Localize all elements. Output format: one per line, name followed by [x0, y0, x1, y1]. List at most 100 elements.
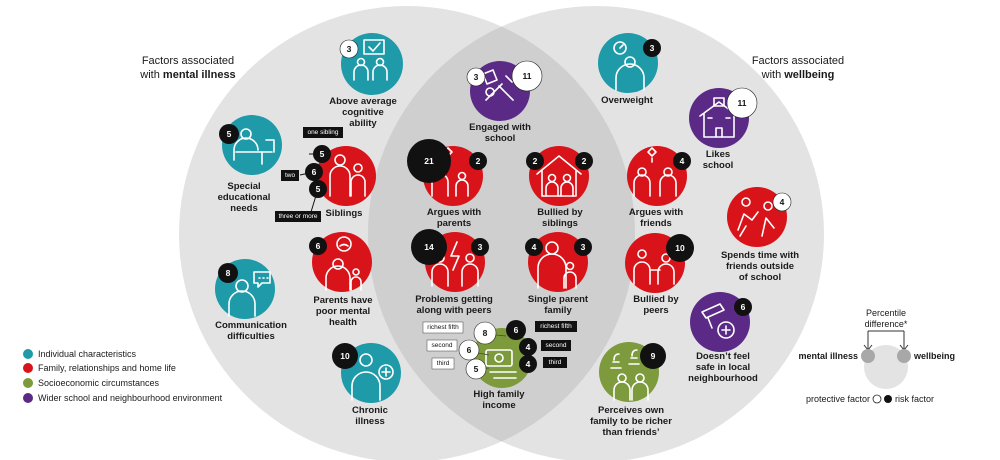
- above-average-pill: [339, 39, 359, 59]
- money-icon: [485, 349, 517, 379]
- bullied-peers-label-2: peers: [643, 305, 668, 316]
- bullied-peers-pill: [666, 234, 694, 262]
- legend-swatch-school: [23, 393, 33, 403]
- classroom-icon: [353, 39, 388, 81]
- single-parent-value-1: 4: [532, 242, 537, 252]
- perceives-richer-value: 9: [651, 351, 656, 361]
- likes-school-label-1: Likes: [706, 149, 730, 160]
- argues-parents-label-2: parents: [437, 218, 471, 229]
- siblings-tag-1: [303, 127, 343, 138]
- legend-label-socioeconomic: Socioeconomic circumstances: [38, 378, 160, 388]
- single-parent-value-2: 3: [581, 242, 586, 252]
- chronic-illness-label-2: illness: [355, 416, 385, 427]
- argues-friends-disc: [627, 146, 687, 206]
- key-arrows: [863, 330, 909, 351]
- high-income-tag-2: [426, 339, 458, 352]
- siblings-tag-1-text: one sibling: [307, 129, 338, 136]
- parents-mental-label-3: health: [329, 317, 357, 328]
- family-icon: [329, 154, 366, 197]
- not-safe-value: 6: [741, 302, 746, 312]
- siblings-value-2: 6: [312, 167, 317, 177]
- engaged-school-label-2: school: [485, 133, 516, 144]
- argues-parents-value-2: 2: [476, 156, 481, 166]
- not-safe-pill: [734, 298, 752, 316]
- factor-siblings: one sibling two three or more 5 6 5 Sibl…: [275, 127, 376, 222]
- perceives-richer-pill: [640, 343, 666, 369]
- spends-time-value: 4: [780, 197, 785, 207]
- high-income-pill-2: [458, 339, 480, 361]
- siblings-pill-3: [309, 180, 327, 198]
- siblings-pill-1: [313, 145, 331, 163]
- key-percentile-line2: difference*: [865, 319, 908, 329]
- factor-communication: 8 Communication difficulties: [215, 259, 287, 342]
- parents-mental-label-1: Parents have: [313, 295, 372, 306]
- factor-argues-friends: 4 Argues with friends: [627, 146, 691, 229]
- key-protective-swatch: [872, 394, 882, 404]
- above-average-value: 3: [347, 44, 352, 54]
- legend-swatch-family: [23, 363, 33, 373]
- siblings-tag-2-text: two: [285, 172, 296, 179]
- key-mental-illness-label: mental illness: [798, 351, 858, 361]
- high-income-tag-6-text: third: [549, 359, 562, 366]
- medical-icon: [351, 353, 394, 401]
- high-income-tag-3: [431, 357, 455, 370]
- overweight-value: 3: [650, 43, 655, 53]
- engaged-school-pill-1: [466, 67, 486, 87]
- legend-label-school: Wider school and neighbourhood environme…: [38, 393, 223, 403]
- high-income-pill-5: [519, 338, 537, 356]
- siblings-tag-3-text: three or more: [278, 213, 317, 220]
- school-tools-icon: [482, 69, 514, 101]
- bully-icon: [633, 249, 675, 285]
- perceives-richer-label-2: family to be richer: [590, 416, 672, 427]
- engaged-school-value-2: 11: [523, 71, 532, 81]
- factor-above-average: 3 Above average cognitive ability: [329, 33, 403, 129]
- spends-time-label-3: of school: [739, 272, 781, 283]
- category-legend: Individual characteristics Family, relat…: [23, 349, 223, 403]
- argues-parents-label-1: Argues with: [427, 207, 482, 218]
- not-safe-label-2: safe in local: [696, 362, 750, 373]
- key-percentile-line1: Percentile: [866, 308, 906, 318]
- high-income-pill-3: [465, 358, 487, 380]
- engaged-school-label-1: Engaged with: [469, 122, 531, 133]
- high-income-tag-6: [543, 357, 567, 368]
- bullied-peers-label-1: Bullied by: [633, 294, 679, 305]
- argues-friends-label-1: Argues with: [629, 207, 684, 218]
- argues-friends-value: 4: [680, 156, 685, 166]
- factor-bullied-siblings: 2 2 Bullied by siblings: [526, 146, 593, 229]
- factor-engaged-school: 3 11 Engaged with school: [466, 60, 543, 144]
- communication-label-1: Communication: [215, 320, 287, 331]
- high-income-tag-5: [541, 340, 571, 351]
- high-income-pill-6: [519, 355, 537, 373]
- high-income-tag-4: [535, 321, 577, 332]
- key-left-dot: [861, 349, 875, 363]
- parent-icon: [325, 236, 362, 291]
- bullied-siblings-pill-1: [526, 152, 544, 170]
- overweight-pill: [643, 39, 661, 57]
- factor-not-safe: 6 Doesn’t feel safe in local neighbourho…: [688, 292, 758, 384]
- argues-parents-value-1: 21: [424, 156, 434, 166]
- left-title-line2: with mental illness: [139, 69, 235, 81]
- special-educational-label-3: needs: [230, 203, 257, 214]
- desk-icon: [233, 128, 275, 165]
- key-risk-label: risk factor: [895, 394, 934, 404]
- perceives-richer-label-3: than friends’: [602, 427, 659, 438]
- single-parent-pill-2: [574, 238, 592, 256]
- factor-single-parent: 4 3 Single parent family: [525, 232, 592, 316]
- siblings-label-1: Siblings: [326, 208, 363, 219]
- left-title-line1: Factors associated: [142, 55, 234, 67]
- legend-swatch-socioeconomic: [23, 378, 33, 388]
- factor-parents-mental: 6 Parents have poor mental health: [309, 232, 373, 328]
- spends-time-pill: [772, 192, 792, 212]
- factor-special-educational: 5 Special educational needs: [218, 115, 282, 214]
- high-income-tag-1: [422, 321, 464, 334]
- high-income-value-4: 6: [514, 325, 519, 335]
- factor-argues-parents: 21 2 Argues with parents: [407, 139, 487, 229]
- chronic-illness-value: 10: [340, 351, 350, 361]
- chronic-illness-pill: [332, 343, 358, 369]
- high-income-pill-1: [473, 321, 497, 345]
- siblings-tag-3: [275, 211, 321, 222]
- factor-chronic-illness: 10 Chronic illness: [332, 343, 401, 427]
- factor-high-income: richest fifth second third richest fifth…: [422, 320, 577, 411]
- argue-icon: [633, 147, 677, 197]
- single-parent-pill-1: [525, 238, 543, 256]
